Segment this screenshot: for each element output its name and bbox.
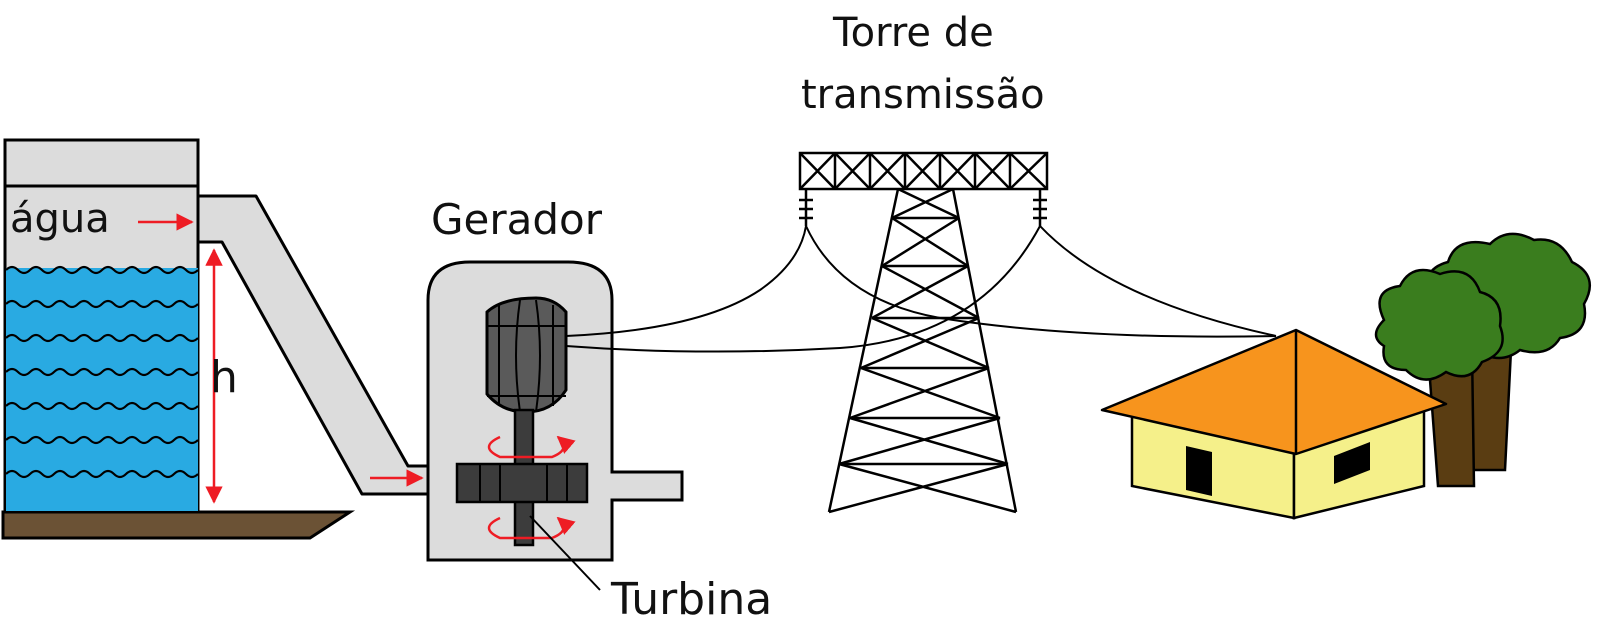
generator-unit [485,296,568,414]
house [1100,328,1448,520]
tower-label-line2: transmissão [801,72,1045,118]
water-waves [5,265,199,479]
tree-canopy-front [1374,268,1504,381]
penstock-pipe [196,194,432,496]
tower-label-line1: Torre de [832,10,994,56]
reservoir: água h [1,138,356,540]
generator-label: Gerador [431,195,603,244]
turbine-blades [455,462,589,504]
house-door [1186,446,1212,496]
power-lines [565,225,1277,353]
rotation-arrows [487,435,576,540]
turbine-label: Turbina [610,574,772,625]
turbine-leader-line [529,515,601,591]
generator-house: Gerador Turbina [426,195,772,625]
transmission-tower: Torre de transmissão [798,10,1049,514]
ground-base [1,510,356,540]
house-roof [1100,328,1448,456]
trees [1374,232,1592,488]
height-label: h [210,352,238,403]
water-label: água [10,196,110,242]
house-window [1334,442,1370,484]
